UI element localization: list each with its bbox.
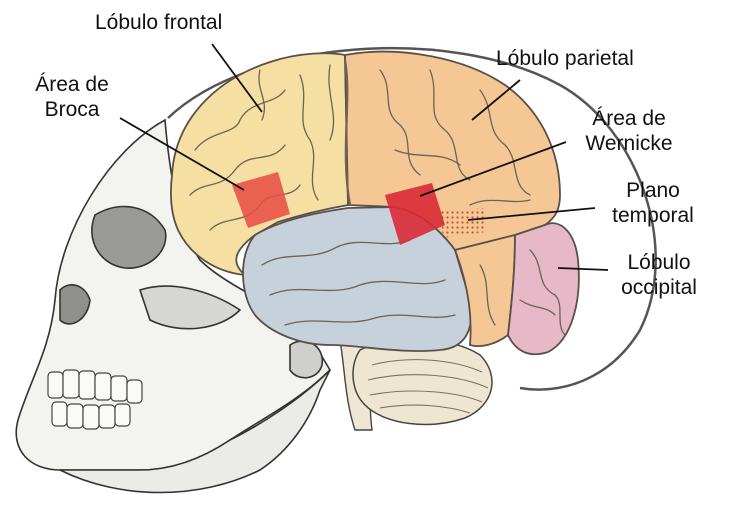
tooth: [48, 372, 63, 398]
tooth: [99, 405, 115, 428]
tooth: [79, 371, 95, 399]
label-occipital-line1: Lóbulo: [604, 250, 714, 275]
label-wernicke-line2: Wernicke: [570, 131, 688, 156]
label-plano-line2: temporal: [598, 203, 708, 228]
label-broca-line2: Broca: [22, 97, 122, 122]
label-planum-temporale: Plano temporal: [598, 178, 708, 228]
label-plano-line1: Plano: [598, 178, 708, 203]
label-frontal-lobe: Lóbulo frontal: [95, 10, 222, 35]
ear-canal: [290, 341, 322, 378]
tooth: [67, 404, 83, 428]
tooth: [95, 373, 111, 400]
label-broca-area: Área de Broca: [22, 72, 122, 122]
tooth: [111, 376, 127, 401]
tooth: [127, 380, 142, 403]
tooth: [115, 404, 130, 426]
label-parietal-lobe: Lóbulo parietal: [496, 46, 634, 71]
tooth: [63, 370, 79, 398]
occipital-lobe: [508, 223, 579, 354]
temporal-lobe: [243, 207, 471, 351]
label-occipital-line2: occipital: [604, 275, 714, 300]
label-occipital-lobe: Lóbulo occipital: [604, 250, 714, 300]
label-wernicke-line1: Área de: [570, 106, 688, 131]
tooth: [52, 402, 67, 426]
label-broca-line1: Área de: [22, 72, 122, 97]
label-wernicke-area: Área de Wernicke: [570, 106, 688, 156]
tooth: [83, 405, 99, 429]
